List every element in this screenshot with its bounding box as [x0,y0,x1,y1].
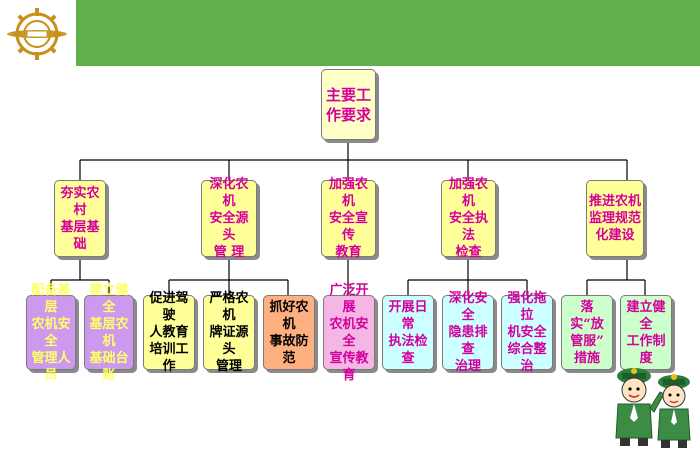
branch-node-publicity: 加强农机 安全宣传 教育 [321,177,376,260]
leaf-node: 落实“放 管服” 措施 [561,295,613,370]
leaf-node: 建立健全 基层农机 基础台账 [84,283,134,383]
traffic-officer-mascot-icon [615,368,691,448]
leaf-label: 落实“放 管服” 措施 [570,299,604,366]
branch-node-source-management: 深化农机 安全源头 管 理 [201,177,257,260]
leaf-label: 配备基层 农机安全 管理人员 [31,282,71,383]
branch-label: 加强农机 安全宣传 教育 [328,177,368,260]
branch-label: 夯实农村 基层基础 [60,185,100,252]
leaf-node: 广泛开展 农机安全 宣传教育 [323,283,375,383]
leaf-node: 严格农机 牌证源头 管理 [203,291,255,374]
header-banner [76,0,700,66]
leaf-label: 促进驾驶 人教育 培训工作 [149,291,189,374]
logo-emblem-icon [7,8,67,60]
leaf-node: 抓好农机 事故防范 [263,295,315,370]
leaf-label: 严格农机 牌证源头 管理 [209,291,249,374]
leaf-node: 建立健全 工作制度 [620,295,672,370]
branch-node-enforcement: 加强农机 安全执法 检查 [441,177,496,260]
leaf-node: 开展日常 执法检查 [382,295,434,370]
branch-label: 推进农机 监理规范 化建设 [589,194,642,243]
branch-node-grassroots: 夯实农村 基层基础 [54,180,106,257]
branch-node-standardization: 推进农机 监理规范 化建设 [586,180,644,257]
branch-label: 深化农机 安全源头 管 理 [209,177,249,260]
root-node-label: 主要工 作要求 [325,85,371,124]
leaf-label: 广泛开展 农机安全 宣传教育 [329,282,369,383]
root-node: 主要工 作要求 [321,69,376,140]
leaf-label: 建立健全 基层农机 基础台账 [89,282,129,383]
leaf-label: 深化安全 隐患排查 治理 [448,291,488,374]
leaf-label: 强化拖拉 机安全 综合整治 [507,291,547,374]
leaf-node: 深化安全 隐患排查 治理 [442,291,494,374]
leaf-label: 开展日常 执法检查 [388,299,428,366]
leaf-label: 抓好农机 事故防范 [269,299,309,366]
branch-label: 加强农机 安全执法 检查 [448,177,488,260]
leaf-node: 配备基层 农机安全 管理人员 [26,283,76,383]
leaf-node: 强化拖拉 机安全 综合整治 [501,291,553,374]
leaf-label: 建立健全 工作制度 [626,299,666,366]
leaf-node: 促进驾驶 人教育 培训工作 [143,291,195,374]
